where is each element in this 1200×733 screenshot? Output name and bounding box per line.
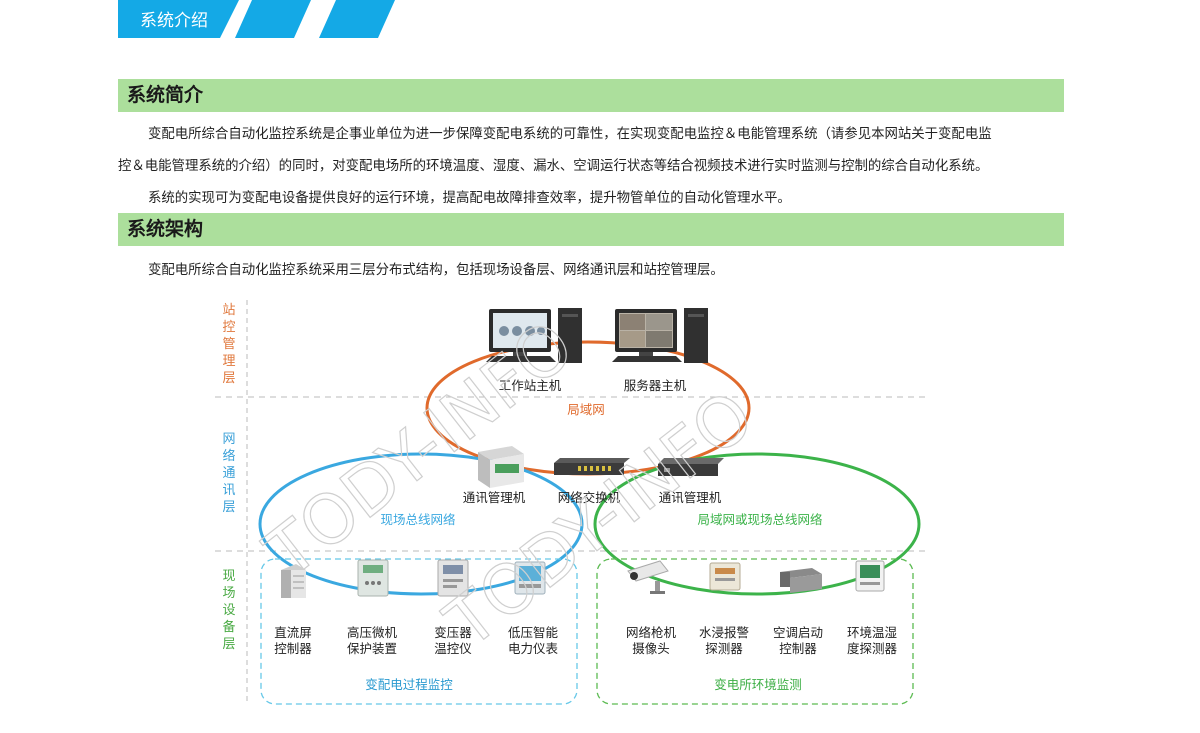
server-label: 服务器主机 — [624, 378, 687, 393]
lan-or-fieldbus-ring — [593, 452, 921, 596]
layer-char: 设 — [222, 603, 235, 618]
section-heading-intro: 系统简介 — [118, 79, 1064, 112]
lv-power-meter-icon — [514, 561, 546, 595]
layer-char: 层 — [222, 371, 235, 386]
field-left-device-4-line-1: 低压智能 — [508, 625, 559, 640]
layer-label-station: 站 控 管 理 层 — [222, 303, 235, 386]
server-icon — [612, 308, 708, 363]
fieldbus-label: 现场总线网络 — [380, 512, 456, 527]
section-banner: 系统介绍 — [118, 0, 398, 38]
dc-panel-controller-icon — [281, 564, 306, 598]
field-left-device-4-line-2: 电力仪表 — [508, 641, 559, 656]
field-left-group-label: 变配电过程监控 — [365, 677, 453, 692]
field-right-device-2-line-2: 探测器 — [705, 641, 743, 656]
field-left-device-2-line-2: 保护装置 — [347, 641, 397, 656]
layer-char: 场 — [222, 586, 235, 601]
field-left-device-3-line-1: 变压器 — [434, 625, 472, 640]
field-right-group-label: 变电所环境监测 — [714, 677, 802, 692]
field-right-device-3-line-2: 控制器 — [779, 641, 817, 656]
water-leak-detector-icon — [709, 562, 741, 591]
intro-paragraph-line-2: 控＆电能管理系统的介绍）的同时，对变配电场所的环境温度、湿度、漏水、空调运行状态… — [118, 159, 989, 174]
network-switch-label: 网络交换机 — [558, 490, 621, 505]
comm-manager-right-icon — [658, 458, 724, 476]
layer-char: 络 — [222, 448, 235, 464]
intro-paragraph-line-3: 系统的实现可为变配电设备提供良好的运行环境，提高配电故障排查效率，提升物管单位的… — [148, 191, 791, 206]
layer-char: 站 — [222, 303, 235, 318]
lan-label: 局域网 — [567, 402, 605, 417]
layer-label-field: 现 场 设 备 层 — [222, 569, 235, 652]
field-left-device-2-line-1: 高压微机 — [347, 625, 398, 640]
field-right-device-4-line-1: 环境温湿 — [847, 625, 897, 640]
field-right-device-4-line-2: 度探测器 — [847, 641, 898, 656]
field-right-device-1-line-2: 摄像头 — [632, 641, 670, 656]
layer-char: 层 — [222, 500, 235, 515]
workstation-label: 工作站主机 — [499, 378, 562, 393]
network-camera-icon — [627, 560, 669, 594]
layer-char: 通 — [222, 466, 235, 481]
field-left-device-1-line-1: 直流屏 — [274, 625, 312, 640]
field-left-device-3-line-2: 温控仪 — [434, 641, 472, 656]
comm-manager-left-icon — [478, 446, 524, 488]
field-right-device-2-line-1: 水浸报警 — [699, 625, 749, 640]
field-right-device-3-line-1: 空调启动 — [773, 625, 823, 640]
field-left-device-1-line-2: 控制器 — [274, 641, 312, 656]
lan-or-fieldbus-label: 局域网或现场总线网络 — [697, 512, 823, 527]
workstation-icon — [486, 308, 582, 363]
layer-char: 现 — [222, 569, 235, 584]
banner-title: 系统介绍 — [140, 11, 208, 31]
field-group-left-frame — [260, 558, 578, 705]
banner-shape — [118, 0, 395, 38]
comm-manager-left-label: 通讯管理机 — [463, 490, 526, 505]
network-switch-icon — [554, 458, 630, 475]
layer-char: 层 — [222, 637, 235, 652]
intro-paragraph-line-1: 变配电所综合自动化监控系统是企事业单位为进一步保障变配电系统的可靠性，在实现变配… — [148, 127, 992, 142]
layer-char: 讯 — [222, 483, 235, 498]
ac-start-controller-icon — [780, 568, 822, 593]
transformer-temp-controller-icon — [437, 559, 469, 597]
field-group-right-frame — [596, 558, 914, 705]
architecture-paragraph: 变配电所综合自动化监控系统采用三层分布式结构，包括现场设备层、网络通讯层和站控管… — [148, 263, 724, 278]
temp-humidity-detector-icon — [855, 560, 885, 592]
layer-label-network: 网 络 通 讯 层 — [222, 432, 235, 515]
fieldbus-ring — [258, 452, 584, 596]
section-heading-architecture: 系统架构 — [118, 213, 1064, 246]
comm-manager-right-label: 通讯管理机 — [659, 490, 722, 505]
layer-char: 控 — [222, 320, 235, 335]
field-right-device-1-line-1: 网络枪机 — [626, 625, 677, 640]
architecture-diagram: 站 控 管 理 层 网 络 通 讯 层 现 场 设 备 层 工作站主机 — [215, 300, 925, 705]
hv-protection-device-icon — [357, 559, 389, 597]
layer-char: 理 — [222, 354, 235, 369]
layer-char: 备 — [222, 619, 235, 635]
layer-char: 管 — [222, 337, 235, 352]
layer-char: 网 — [222, 432, 235, 447]
